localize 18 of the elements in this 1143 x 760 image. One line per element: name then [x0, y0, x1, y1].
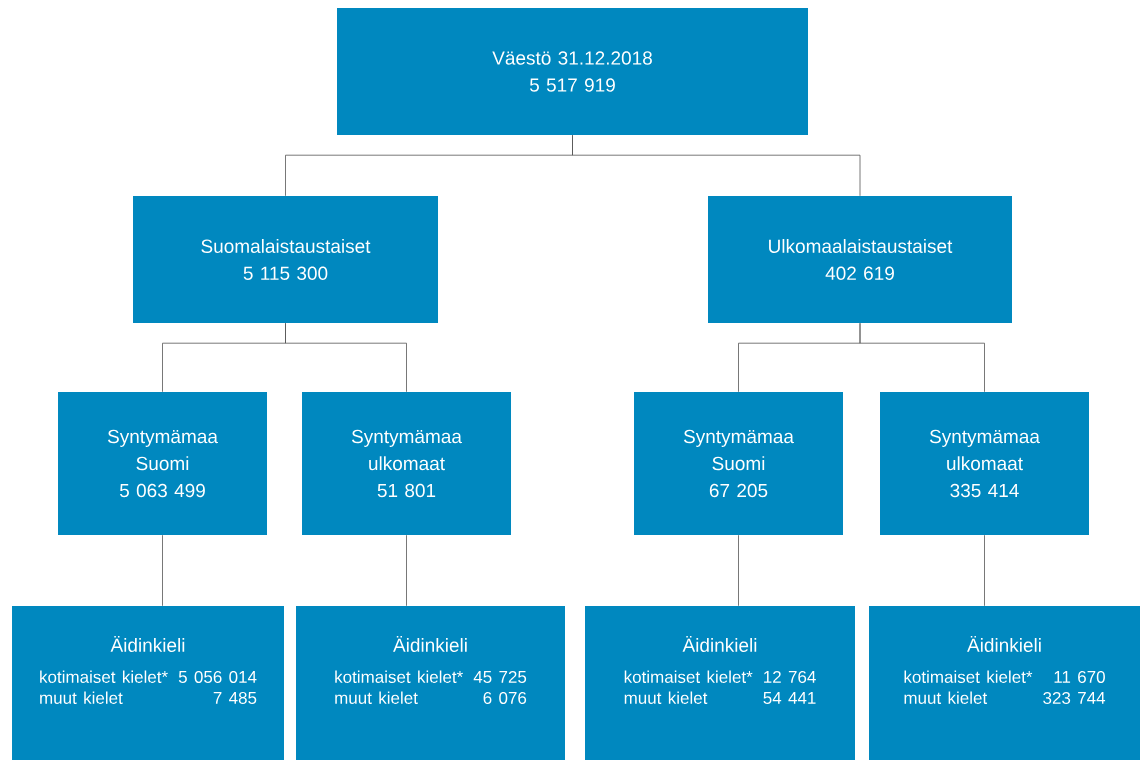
- connector-line: [738, 534, 739, 607]
- org-box: Syntymämaa ulkomaat 335 414: [880, 392, 1089, 535]
- org-box: Ulkomaalaistaustaiset 402 619: [708, 196, 1012, 323]
- connector-line: [572, 134, 861, 197]
- connector-line: [162, 534, 163, 607]
- org-box: Väestö 31.12.2018 5 517 919: [337, 8, 808, 135]
- org-box: Äidinkieli kotimaiset kielet* 5 056 014 muut kielet 7 485: [12, 606, 284, 760]
- org-box: Syntymämaa Suomi 67 205: [634, 392, 843, 535]
- org-box: Syntymämaa Suomi 5 063 499: [58, 392, 267, 535]
- org-box: Syntymämaa ulkomaat 51 801: [302, 392, 511, 535]
- org-box: Suomalaistaustaiset 5 115 300: [133, 196, 438, 323]
- org-box: Äidinkieli kotimaiset kielet* 11 670 muut kielet 323 744: [869, 606, 1140, 760]
- connector-line: [984, 534, 985, 607]
- connector-line: [406, 534, 407, 607]
- org-box: Äidinkieli kotimaiset kielet* 45 725 muut kielet 6 076: [296, 606, 565, 760]
- connector-line: [859, 322, 985, 393]
- org-box: Äidinkieli kotimaiset kielet* 12 764 muut kielet 54 441: [585, 606, 855, 760]
- connector-line: [285, 322, 407, 393]
